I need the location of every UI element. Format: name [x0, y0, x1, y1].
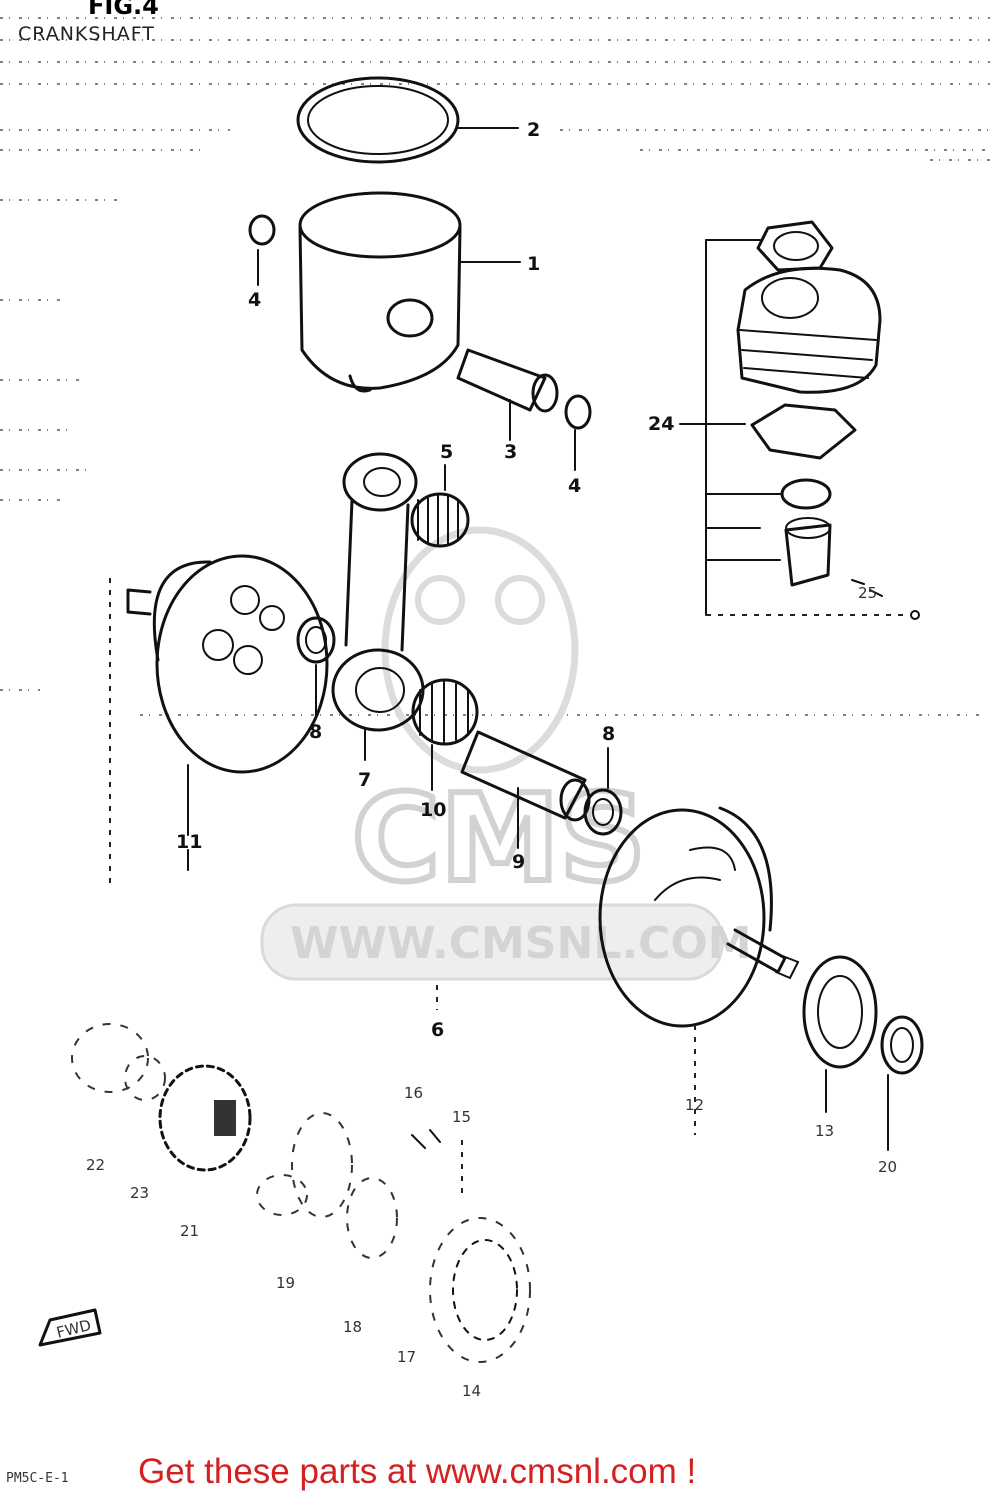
- callout-14: 14: [462, 1382, 481, 1400]
- get-parts-link[interactable]: Get these parts at www.cmsnl.com !: [138, 1452, 697, 1491]
- crank-half-left-part: [126, 554, 329, 871]
- callout-5: 5: [440, 441, 453, 463]
- callout-24: 24: [648, 413, 674, 435]
- callout-25: 25: [858, 584, 877, 602]
- piston-pin-part: [456, 348, 559, 441]
- callout-fwd: FWD: [55, 1316, 93, 1342]
- callout-19: 19: [276, 1274, 295, 1292]
- circlip-right-part: [564, 394, 592, 471]
- big-end-bearing-part: [411, 678, 479, 791]
- callout-4-right: 4: [568, 475, 581, 497]
- watermark-url: WWW.CMSNL.COM: [290, 918, 752, 969]
- crank-half-right-part: [598, 806, 800, 1135]
- callout-22: 22: [86, 1156, 105, 1174]
- piston-part: [298, 191, 521, 393]
- callout-18: 18: [343, 1318, 362, 1336]
- callout-16: 16: [404, 1084, 423, 1102]
- gasket-set-part: [679, 220, 920, 620]
- cms-watermark: CMS WWW.CMSNL.COM: [260, 526, 752, 981]
- callout-6: 6: [431, 1019, 444, 1041]
- callout-7: 7: [358, 769, 371, 791]
- callout-17: 17: [397, 1348, 416, 1366]
- callout-8-right: 8: [602, 723, 615, 745]
- callout-11: 11: [176, 831, 202, 853]
- callout-10: 10: [420, 799, 446, 821]
- callout-15: 15: [452, 1108, 471, 1126]
- callout-4-left: 4: [248, 289, 261, 311]
- oil-seal-part: [802, 955, 878, 1113]
- callout-1: 1: [527, 253, 540, 275]
- callout-13: 13: [815, 1122, 834, 1140]
- crankshaft-assembly-leader: [109, 578, 438, 1010]
- callout-8-left: 8: [309, 721, 322, 743]
- figure-title: CRANKSHAFT: [18, 23, 155, 45]
- o-ring-part: [880, 1015, 924, 1151]
- callout-23: 23: [130, 1184, 149, 1202]
- thrust-washer-right-part: [583, 747, 623, 836]
- callout-2: 2: [527, 119, 540, 141]
- figure-label: FIG.4: [88, 0, 159, 20]
- primary-gear-group: [38, 1023, 531, 1363]
- callout-3: 3: [504, 441, 517, 463]
- callout-9: 9: [512, 851, 525, 873]
- callout-labels: 2 1 4 3 5 4 24 8 8 7 10 11 9 6 12 13 20 …: [55, 119, 897, 1400]
- piston-ring-part: [296, 76, 519, 164]
- page-code: PM5C-E-1: [6, 1471, 69, 1486]
- callout-12: 12: [685, 1096, 704, 1114]
- small-end-bearing-part: [410, 464, 470, 548]
- scan-noise: [0, 17, 990, 716]
- connecting-rod-part: [331, 452, 425, 761]
- callout-20: 20: [878, 1158, 897, 1176]
- circlip-left-part: [248, 214, 276, 286]
- callout-21: 21: [180, 1222, 199, 1240]
- thrust-washer-left-part: [296, 616, 336, 716]
